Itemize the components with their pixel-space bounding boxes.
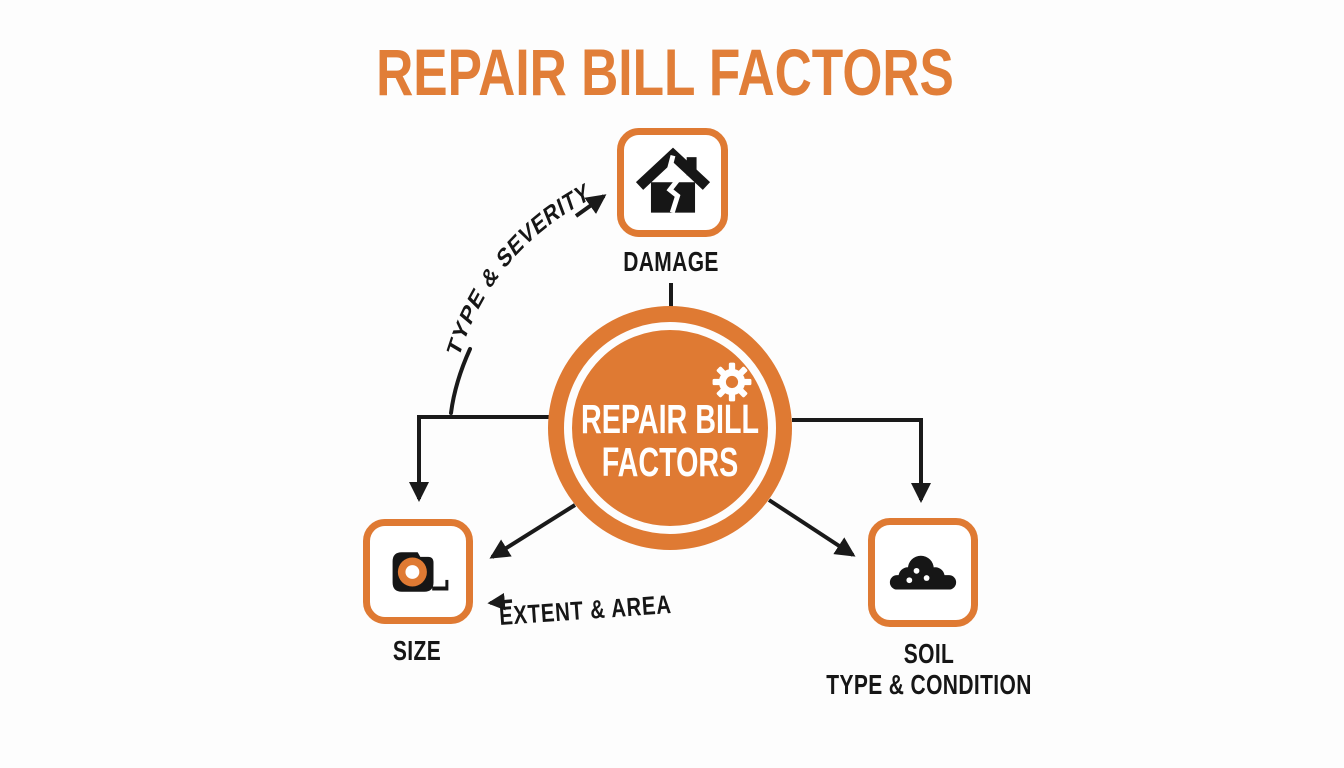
extent-area-label: EXTENT & AREA (498, 590, 672, 631)
soil-node (868, 518, 978, 627)
size-node (363, 519, 473, 624)
damage-node (617, 128, 728, 237)
cracked-house-icon (635, 147, 710, 213)
soil-label-line2: TYPE & CONDITION (826, 669, 1032, 701)
extent-area-arrow (487, 592, 513, 611)
connector-hub-soil-elbow (792, 418, 931, 503)
gear-icon (712, 362, 752, 402)
type-severity-label: TYPE & SEVERITY (442, 177, 592, 360)
size-label: SIZE (392, 635, 442, 666)
connector-hub-soil-diagonal (767, 498, 856, 557)
soil-label-line1: SOIL (903, 638, 955, 669)
tape-measure-icon (392, 551, 449, 592)
connector-hub-size-elbow (409, 415, 549, 502)
hub-circle: REPAIR BILL FACTORS (548, 306, 792, 550)
page-title: REPAIR BILL FACTORS (376, 35, 954, 109)
soil-label: SOIL TYPE & CONDITION (824, 638, 1034, 701)
hub-label: REPAIR BILL FACTORS (581, 306, 759, 550)
hub-label-line1: REPAIR BILL (580, 396, 760, 443)
connector-type-severity-curve (449, 347, 472, 415)
hub-inner-ring (564, 322, 776, 534)
type-severity-label-group: TYPE & SEVERITY (442, 177, 592, 360)
connector-type-severity-arrow (574, 194, 607, 218)
soil-mound-icon (889, 555, 957, 590)
connector-hub-size-diagonal (489, 503, 577, 559)
hub-label-line2: FACTORS (601, 439, 739, 485)
damage-label: DAMAGE (623, 246, 719, 277)
